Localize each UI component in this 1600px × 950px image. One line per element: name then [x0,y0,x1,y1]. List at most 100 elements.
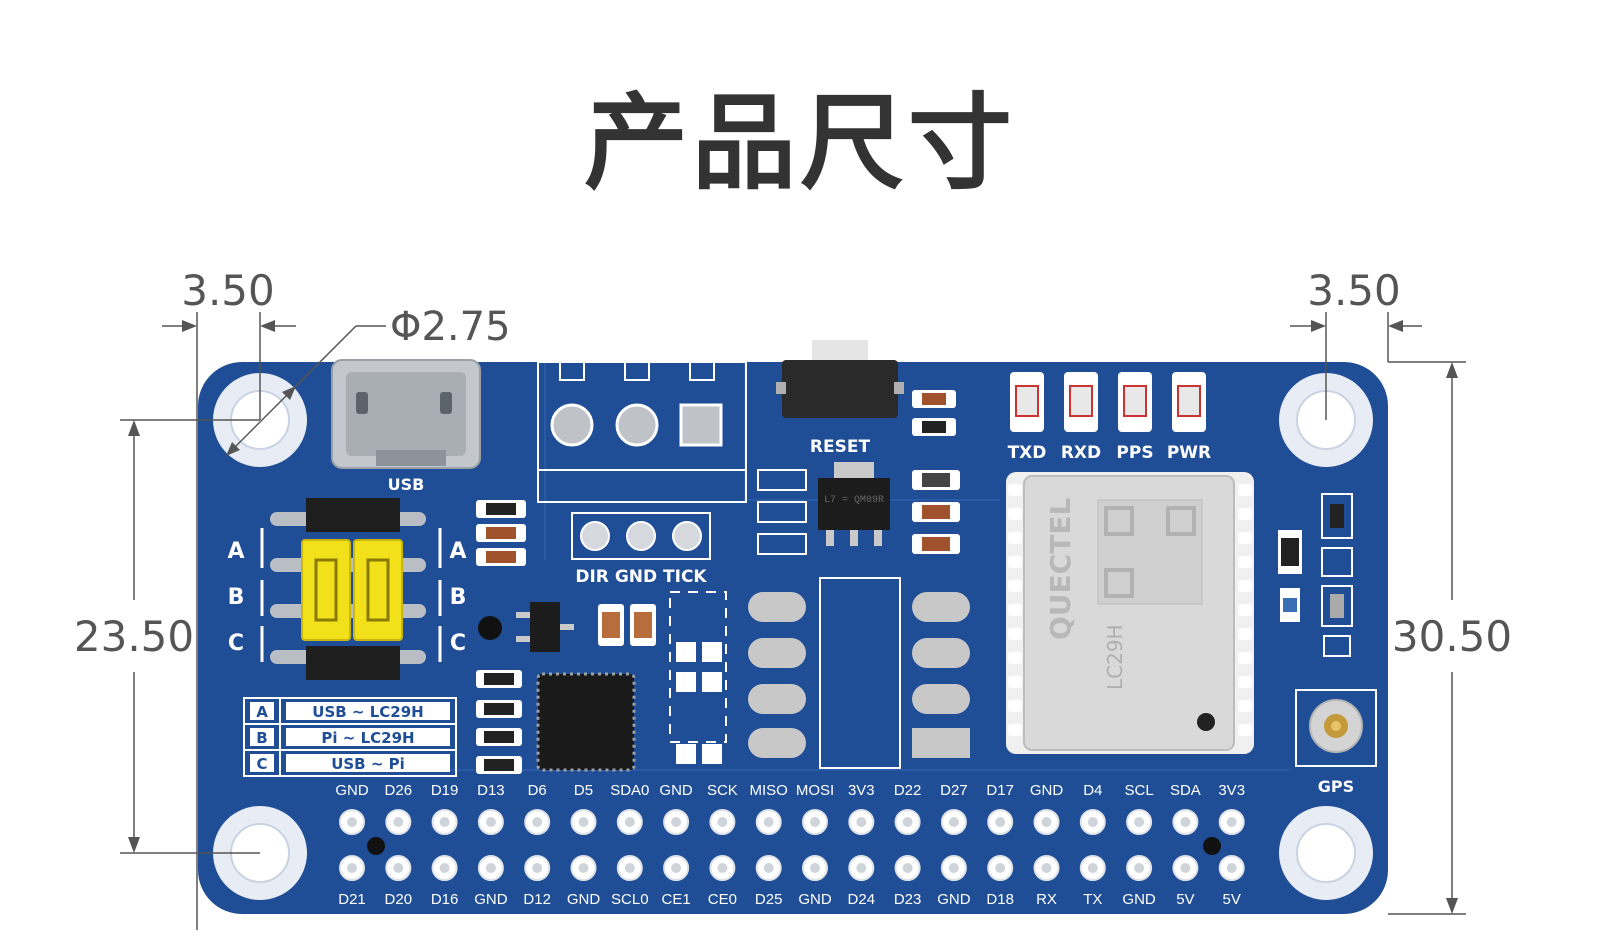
header-top-label: D13 [477,782,505,799]
header-top-label: SCK [707,782,738,799]
module-pad-right [1238,580,1252,592]
header-pin-hole [1041,817,1052,827]
header-bottom-label: SCL0 [611,891,649,908]
jumper-row-a-left: A [227,539,244,564]
header-top-label: D6 [528,782,547,799]
header-top-label: GND [1030,782,1064,799]
header-pin-hole [347,863,357,873]
header-top-label: D27 [940,782,968,799]
header-pin-hole [1087,817,1098,827]
smd-components-middle [476,500,727,774]
header-pin-hole [393,863,404,873]
header-pin-hole [902,817,913,827]
header-pin-hole [485,863,496,873]
header-pin-hole [439,817,450,827]
dim-hole-offset-left: 3.50 [181,266,275,315]
header-pin-hole [717,817,728,827]
module-pad-right [1238,556,1252,568]
dimension-annotations [120,312,1466,930]
header-pin-hole [902,863,913,873]
header-bottom-label: D23 [894,891,922,908]
led-label-rxd: RXD [1061,443,1101,463]
dim-board-height: 30.50 [1392,612,1512,661]
header-pin-hole [810,817,820,827]
header-pin-hole [995,817,1006,827]
module-pad-right [1238,628,1252,640]
header-top-label: SCL [1125,782,1154,799]
module-pad-left [1008,484,1022,496]
module-pad-right [1238,676,1252,688]
header-pin-hole [578,817,589,827]
header-pin-hole [532,817,543,827]
header-top-label: D26 [385,782,413,799]
led-label-pps: PPS [1116,443,1153,463]
module-pad-left [1008,652,1022,664]
module-pad-left [1008,724,1022,736]
module-model: LC29H [1103,624,1127,690]
status-leds: TXD RXD PPS PWR [1008,372,1211,463]
header-top-label: GND [659,782,693,799]
jumper-table-key-b: B [256,729,267,747]
module-pad-right [1238,532,1252,544]
header-pin-hole [1226,817,1237,827]
module-pad-left [1008,700,1022,712]
jumper-table-value-b: Pi ~ LC29H [321,729,414,747]
jumper-table-value-c: USB ~ Pi [331,755,405,773]
dim-hole-spacing: 23.50 [74,612,194,661]
header-top-label: MOSI [796,782,834,799]
header-bottom-label: GND [567,891,601,908]
header-top-label: D17 [986,782,1014,799]
jumper-row-a-right: A [449,539,466,564]
header-top-label: D5 [574,782,593,799]
led-txd: TXD [1008,372,1047,463]
header-pin-hole [393,817,404,827]
voltage-regulator: L7 = QM09R [757,462,960,555]
header-pin-hole [1226,863,1237,873]
module-pad-right [1238,652,1252,664]
page-title: 产品尺寸 [583,82,1016,204]
jumper-block: A B C A B C [227,498,467,680]
module-pad-right [1238,724,1252,736]
header-top-label: 3V3 [1218,782,1245,799]
header-pin-hole [1180,817,1191,827]
header-top-label: SDA [1170,782,1201,799]
module-pad-left [1008,676,1022,688]
header-pin-hole [948,863,959,873]
usb-label: USB [388,475,425,494]
terminal-label: DIR GND TICK [575,567,707,587]
header-top-label: MISO [750,782,788,799]
led-rxd: RXD [1061,372,1101,463]
module-pad-left [1008,580,1022,592]
module-pad-left [1008,628,1022,640]
gpio-header [339,809,1245,881]
jumper-row-b-right: B [450,585,467,610]
header-pin-hole [485,817,496,827]
right-side-components: GPS [1278,493,1377,796]
header-pin-hole [1134,817,1145,827]
header-pin-hole [671,863,682,873]
jumper-table: A B C USB ~ LC29H Pi ~ LC29H USB ~ Pi [243,697,457,777]
header-bottom-label: D18 [986,891,1014,908]
header-pin-hole [624,863,635,873]
module-pads [1008,484,1252,736]
led-label-txd: TXD [1008,443,1047,463]
jumper-table-key-a: A [256,703,268,721]
jumper-row-b-left: B [228,585,245,610]
header-pin-hole [995,863,1006,873]
header-bottom-label: GND [937,891,971,908]
header-bottom-label: D21 [338,891,366,908]
header-bottom-label: D24 [848,891,876,908]
module-pad-right [1238,484,1252,496]
dir-gnd-tick-header: DIR GND TICK [571,512,711,587]
header-pin-hole [439,863,450,873]
header-pin-hole [948,817,959,827]
header-bottom-label: GND [474,891,508,908]
header-bottom-label: 5V [1176,891,1194,908]
header-bottom-label: RX [1036,891,1057,908]
header-bottom-label: D16 [431,891,459,908]
header-bottom-label: 5V [1223,891,1241,908]
header-pin-hole [1041,863,1052,873]
header-bottom-label: TX [1083,891,1102,908]
